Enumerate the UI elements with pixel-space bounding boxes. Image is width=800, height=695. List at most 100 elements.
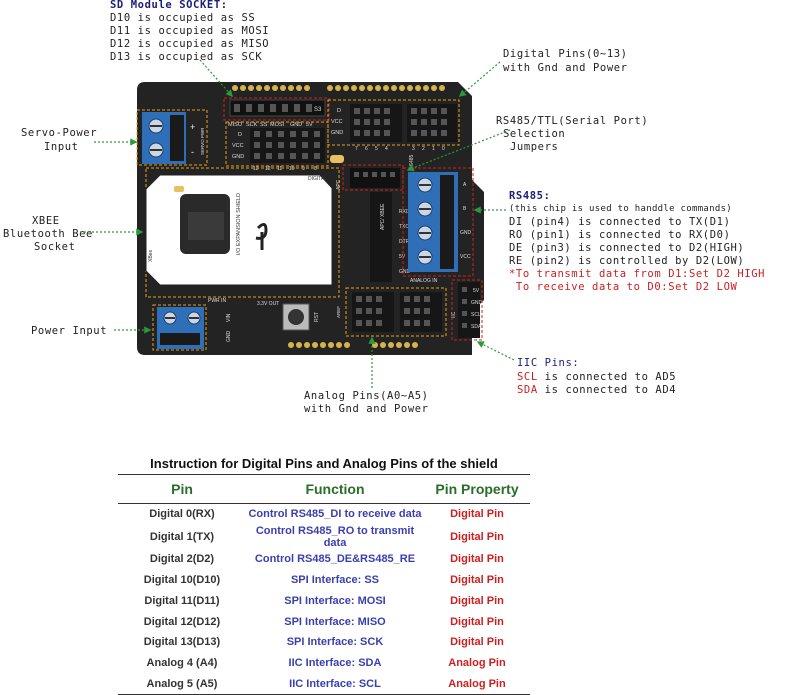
header-label-sck: SCK [246,122,258,128]
rs485-pin-gnd: GND [399,269,411,275]
cell-pin: Digital 1(TX) [149,530,215,543]
rs485-pin-5v: 5V [399,254,406,260]
rs485-title: RS485: [509,190,551,202]
iic-pin-block: 5V GND SCL SDA IIC [451,279,483,341]
pin-num-3: 3 [412,146,415,152]
table-row: Digital 13(D13) SPI Interface: SCK Digital… [118,632,530,653]
instruction-table-title: Instruction for Digital Pins and Analog … [150,456,498,471]
rs485-pin-dtr: DTR [399,239,410,245]
apc-label: APC [336,179,342,190]
pin-num-11: 11 [277,166,282,172]
xbee-label-1: XBEE [32,215,60,227]
sd-socket-line-4: D13 is occupied as SCK [110,51,263,63]
pin-label-gnd-mid: GND [331,130,343,136]
iic-scl-text: is connected to AD5 [537,371,677,383]
iic-pin-scl: SCL [471,312,481,318]
iic-pin-sda: SDA [471,324,482,330]
xbee-label-2: Bluetooth Bee [3,228,93,240]
table-row: Digital 0(RX)Control RS485_DI to receive… [118,504,530,525]
header-label-gnd: GND [290,122,302,128]
header-function: Function [246,474,424,504]
cell-function: SPI Interface: SCK [286,636,384,649]
iic-scl-pin: SCL [517,371,538,383]
aref-label: AREF [336,306,341,318]
servo-plus-label: + [190,122,195,132]
cell-function: SPI Interface: SS [290,573,380,586]
top-header-holes [232,85,445,91]
arrow-sd-socket [199,59,233,98]
cell-property: Digital Pin [450,508,504,521]
servo-power-label-2: Input [44,141,79,153]
pin-label-d-left: D [238,132,242,138]
shield-board-diagram: S3 MISO SCK SS MOSI GND 5V D VCC GND D V… [80,59,515,388]
rs485-line-2: RO (pin1) is connected to RX(D0) [509,229,731,241]
pin-num-9: 9 [302,166,305,172]
screw-label-a: A [463,182,467,188]
cell-pin: Analog 4 (A4) [146,657,218,670]
digital-pins-label-2: with Gnd and Power [503,62,628,74]
pin-num-13: 13 [253,166,259,172]
pin-num-7: 7 [355,146,358,152]
analog-in-label: ANALOG IN [410,278,438,284]
header-label-mosi: MOSI [270,122,285,128]
header-pin-property: Pin Property [424,474,530,504]
pin-num-0: 0 [442,146,445,152]
pwr-vin-label: VIN [226,313,232,322]
sd-socket-line-3: D12 is occupied as MISO [110,38,270,50]
cell-property: Analog Pin [448,657,506,670]
callout-arrows [80,59,515,388]
digital-pin-block-right: D VCC GND [327,99,460,146]
cell-property: Digital Pin [450,530,504,543]
pin-num-12: 12 [265,166,271,172]
arrow-digital-pins [458,61,501,97]
iic-side-label: IIC [451,311,457,318]
servo-power-terminal: + - SERVO PWR [136,109,208,166]
rs485-pin-rxd: RXD [399,209,410,215]
instruction-table: Pin Function Pin Property Digital 0(RX)C… [118,474,530,695]
rs485-screw-terminal: A B GND VCC ANALOG IN [402,167,474,284]
screw-label-b: B [463,206,467,212]
apc-side-label: APC/ XBEE [380,203,386,230]
sd-socket-title: SD Module SOCKET: [110,0,228,11]
table-header-row: Pin Function Pin Property [118,474,530,504]
sd-socket-line-2: D11 is occupied as MOSI [110,25,270,37]
header-label-5v: 5V [306,122,313,128]
rs485-pin-txc: TXC [399,224,409,230]
rs485-ttl-label-3: Jumpers [510,141,559,153]
pin-label-vcc-mid: VCC [331,119,343,125]
iic-line-1: SCL is connected to AD5 [517,371,676,384]
cell-property: Digital Pin [450,615,504,628]
iic-pin-5v: 5V [473,288,480,294]
cell-property: Digital Pin [450,636,504,649]
screw-label-gnd: GND [460,230,472,236]
servo-pwr-text: SERVO PWR [200,127,205,155]
cell-property: Digital Pin [450,573,504,586]
pin-label-vcc-left: VCC [232,143,244,149]
xbee-label-3: Socket [34,241,76,253]
cell-function: SPI Interface: MOSI [284,594,386,607]
sd-33v-label: 3.3V OUT [257,301,279,307]
xbee-board-label: XBee [148,250,154,262]
rs485-jumpers: APC [330,155,404,191]
expansion-text: I/O EXPANSION SHIELD [236,193,242,255]
iic-sda-pin: SDA [517,384,538,396]
table-row: Digital 1(TX) Control RS485_RO to transmi… [118,525,530,549]
iic-sda-text: is connected to AD4 [537,384,677,396]
pin-num-1: 1 [432,146,435,152]
rs485-warn-2: To receive data to D0:Set D2 LOW [509,281,738,293]
rs485-line-3: DE (pin3) is connected to D2(HIGH) [509,242,745,254]
digital-pin-block-left: D VCC GND [225,121,329,167]
cell-function: Control RS485_RO to transmit data [255,524,415,549]
cell-pin: Digital 13(D13) [143,636,221,649]
cell-property: Digital Pin [450,553,504,566]
rs485-side-label: RS485 [409,154,415,170]
analog-pins-label-1: Analog Pins(A0~A5) [304,390,429,402]
pin-num-5: 5 [375,146,378,152]
rs485-warn-1: *To transmit data from D1:Set D2 HIGH [509,268,766,280]
cell-pin: Analog 5 (A5) [146,677,218,690]
cell-property: Digital Pin [450,594,504,607]
digital-label: DIGITAL [308,176,327,182]
